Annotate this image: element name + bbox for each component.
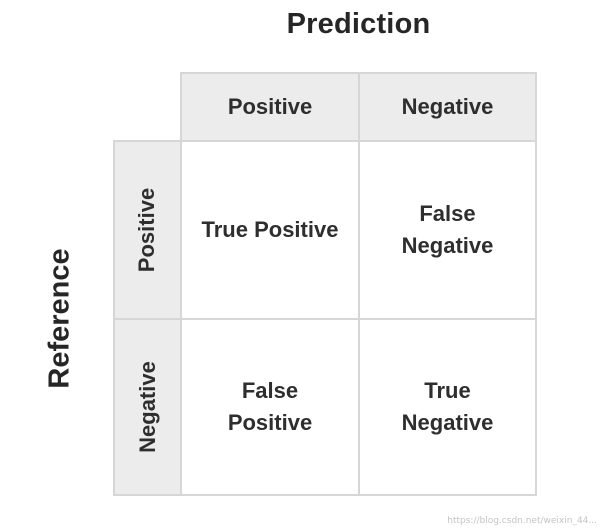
column-header-positive: Positive bbox=[180, 72, 360, 142]
cell-false-negative: False Negative bbox=[358, 140, 537, 320]
row-header-negative-label: Negative bbox=[134, 361, 160, 453]
cell-true-positive-label: True Positive bbox=[201, 217, 339, 243]
column-header-negative: Negative bbox=[358, 72, 537, 142]
row-header-positive: Positive bbox=[113, 140, 182, 320]
prediction-axis-title: Prediction bbox=[286, 7, 431, 40]
cell-true-negative: True Negative bbox=[358, 318, 537, 496]
row-header-positive-label: Positive bbox=[134, 187, 160, 273]
row-header-negative: Negative bbox=[113, 318, 182, 496]
column-header-positive-label: Positive bbox=[227, 94, 313, 119]
column-header-negative-label: Negative bbox=[401, 94, 494, 119]
watermark: https://blog.csdn.net/weixin_44... bbox=[447, 516, 597, 526]
cell-false-negative-label: False Negative bbox=[401, 201, 494, 258]
cell-true-negative-label: True Negative bbox=[401, 378, 494, 435]
reference-axis-title-container: Reference bbox=[10, 140, 110, 496]
cell-false-positive-label: False Positive bbox=[227, 378, 313, 435]
cell-false-positive: False Positive bbox=[180, 318, 360, 496]
reference-axis-title: Reference bbox=[43, 247, 76, 389]
cell-true-positive: True Positive bbox=[180, 140, 360, 320]
